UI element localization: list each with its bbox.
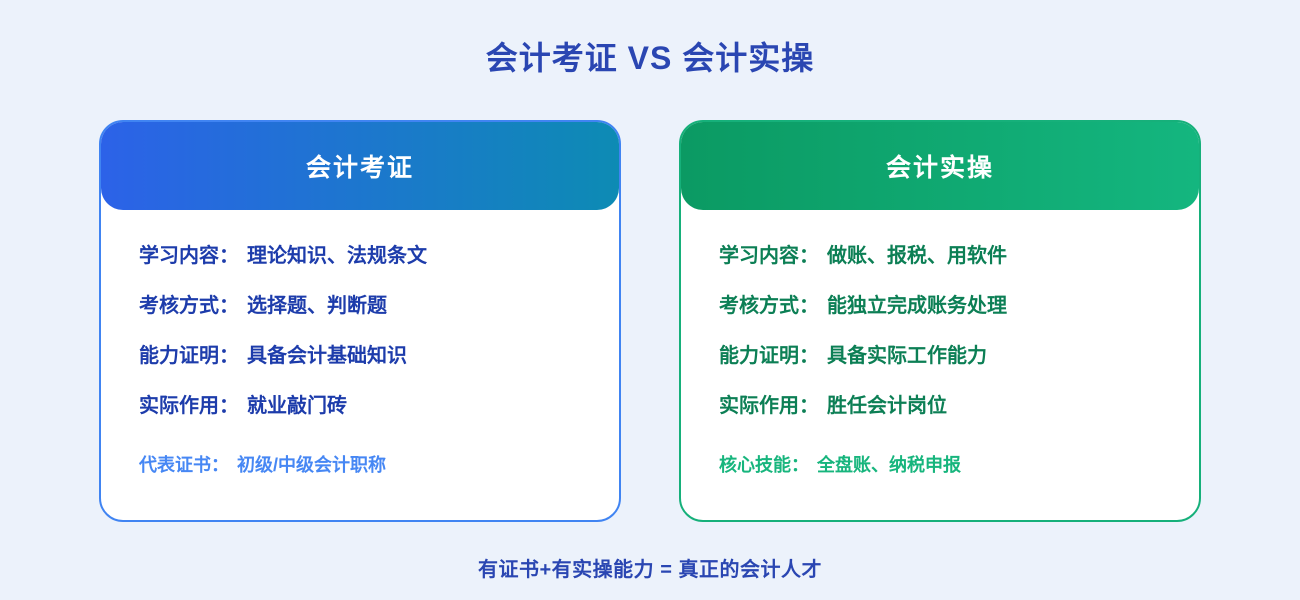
- info-row: 实际作用： 就业敲门砖: [139, 379, 581, 429]
- row-value: 具备实际工作能力: [827, 345, 987, 368]
- info-row: 学习内容： 做账、报税、用软件: [719, 229, 1161, 279]
- row-label: 实际作用：: [139, 395, 239, 418]
- row-value: 胜任会计岗位: [827, 395, 947, 418]
- row-value: 就业敲门砖: [247, 395, 347, 418]
- page-title: 会计考证 VS 会计实操: [485, 40, 815, 76]
- card-practice-header: 会计实操: [681, 121, 1199, 210]
- row-label: 考核方式：: [719, 295, 819, 318]
- footer-note: 有证书+有实操能力 = 真正的会计人才: [478, 558, 822, 581]
- highlight-row: 核心技能： 全盘账、纳税申报: [719, 439, 1161, 489]
- highlight-row: 代表证书： 初级/中级会计职称: [139, 439, 581, 489]
- row-value: 选择题、判断题: [247, 295, 387, 318]
- card-certification: 会计考证 学习内容： 理论知识、法规条文 考核方式： 选择题、判断题 能力证明：…: [99, 119, 621, 522]
- card-practice-body: 学习内容： 做账、报税、用软件 考核方式： 能独立完成账务处理 能力证明： 具备…: [681, 210, 1199, 489]
- info-row: 实际作用： 胜任会计岗位: [719, 379, 1161, 429]
- card-certification-body: 学习内容： 理论知识、法规条文 考核方式： 选择题、判断题 能力证明： 具备会计…: [101, 210, 619, 489]
- info-row: 考核方式： 选择题、判断题: [139, 279, 581, 329]
- row-label: 能力证明：: [719, 345, 819, 368]
- info-row: 能力证明： 具备实际工作能力: [719, 329, 1161, 379]
- info-row: 能力证明： 具备会计基础知识: [139, 329, 581, 379]
- row-value: 具备会计基础知识: [247, 345, 407, 368]
- row-label: 能力证明：: [139, 345, 239, 368]
- row-value: 全盘账、纳税申报: [817, 454, 961, 475]
- card-practice: 会计实操 学习内容： 做账、报税、用软件 考核方式： 能独立完成账务处理 能力证…: [679, 119, 1201, 522]
- row-value: 能独立完成账务处理: [827, 295, 1007, 318]
- row-value: 理论知识、法规条文: [247, 245, 427, 268]
- row-label: 考核方式：: [139, 295, 239, 318]
- row-label: 学习内容：: [719, 245, 819, 268]
- row-label: 核心技能：: [719, 454, 809, 475]
- row-label: 代表证书：: [139, 454, 229, 475]
- row-value: 初级/中级会计职称: [237, 454, 387, 475]
- row-value: 做账、报税、用软件: [827, 245, 1007, 268]
- row-label: 学习内容：: [139, 245, 239, 268]
- info-row: 考核方式： 能独立完成账务处理: [719, 279, 1161, 329]
- row-label: 实际作用：: [719, 395, 819, 418]
- comparison-cards: 会计考证 学习内容： 理论知识、法规条文 考核方式： 选择题、判断题 能力证明：…: [0, 119, 1300, 522]
- card-certification-header: 会计考证: [101, 121, 619, 210]
- info-row: 学习内容： 理论知识、法规条文: [139, 229, 581, 279]
